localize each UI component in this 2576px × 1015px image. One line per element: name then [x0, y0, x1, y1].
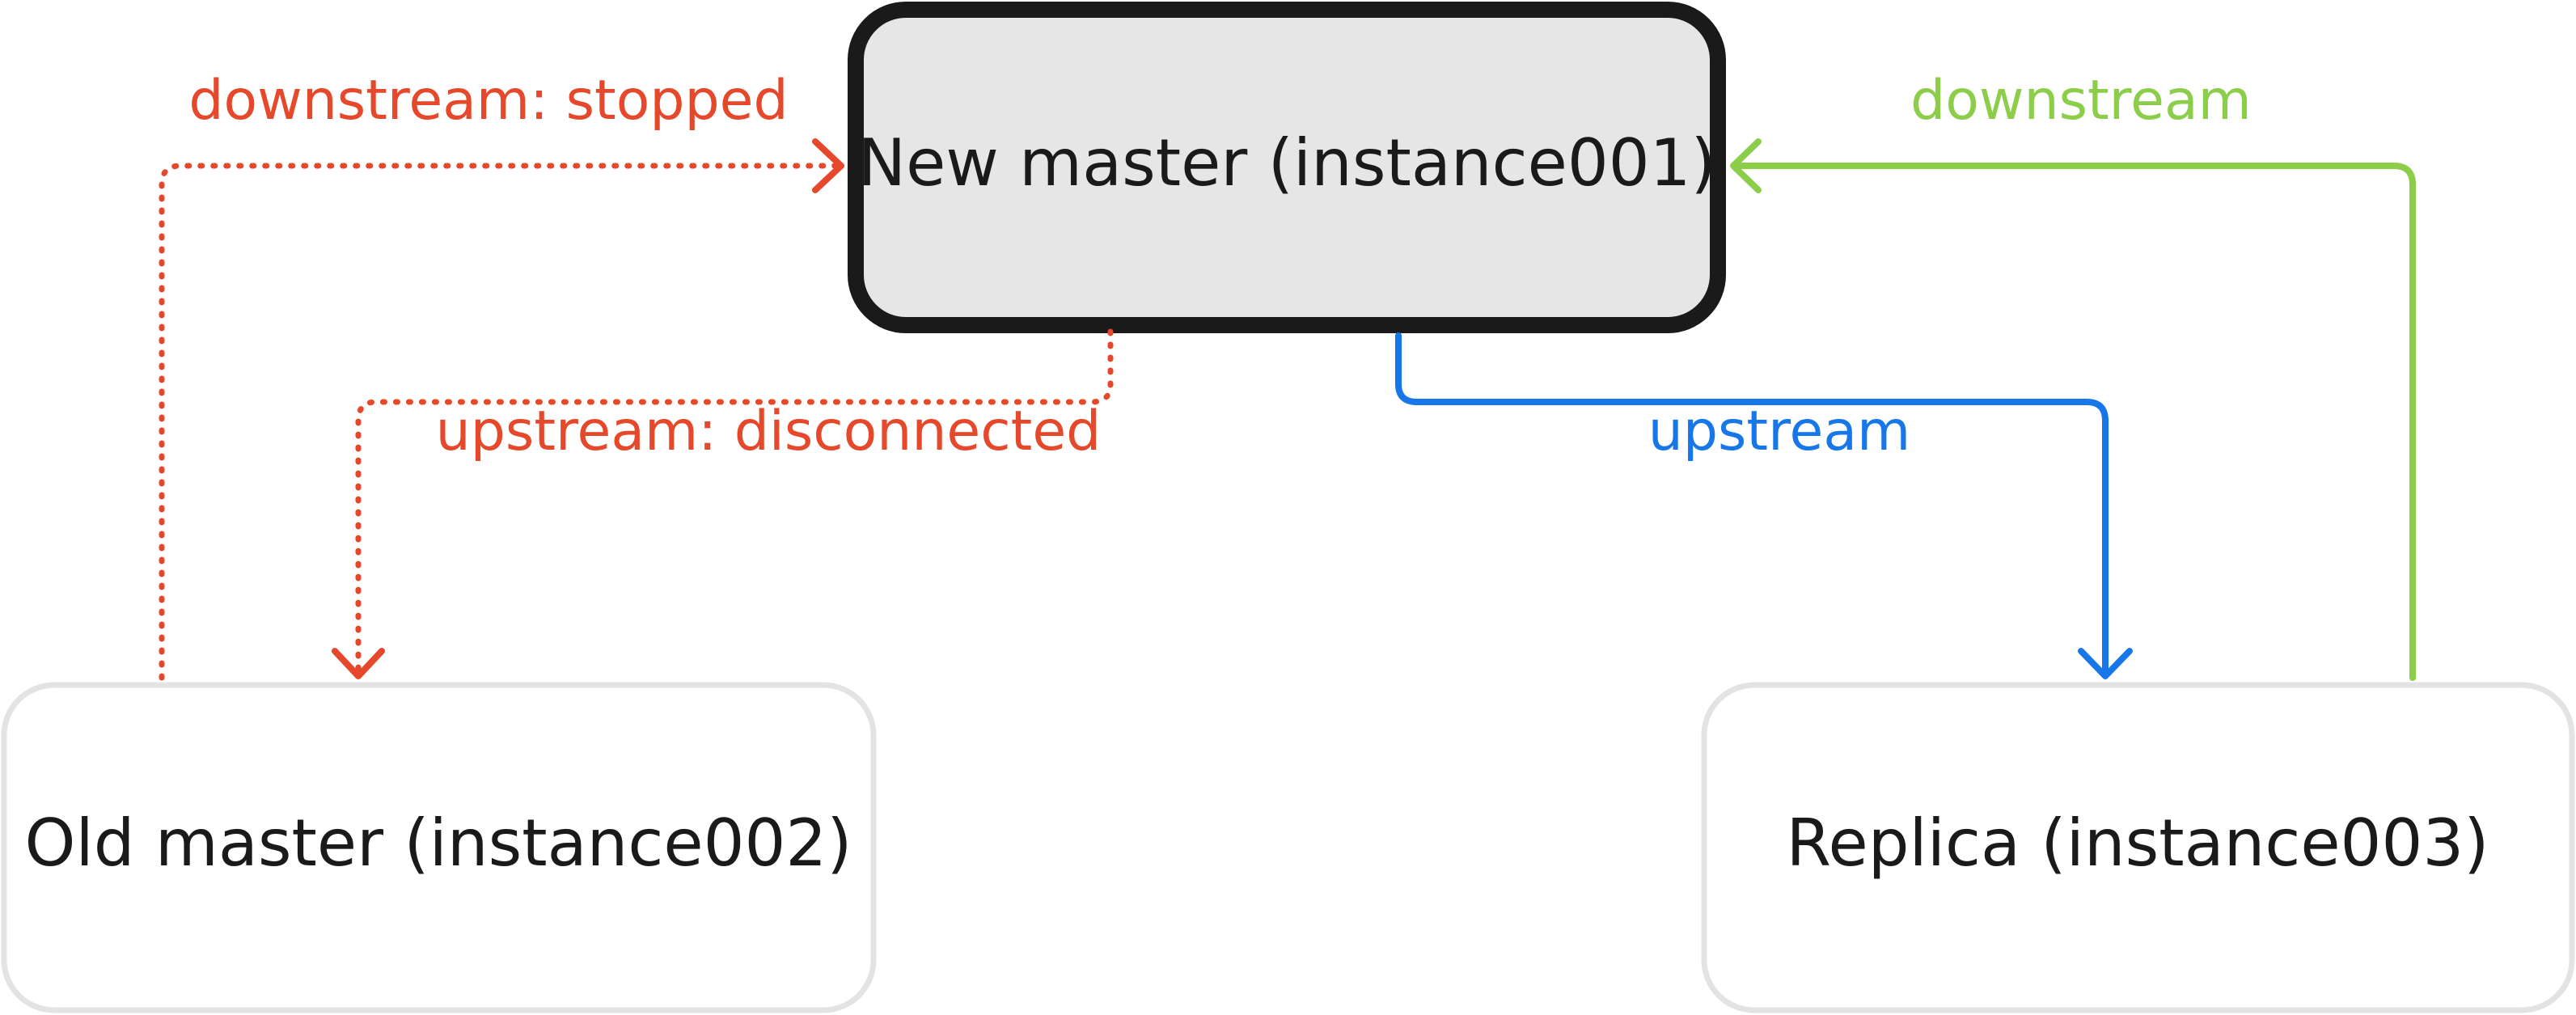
edge-old-to-new: downstream: stopped — [159, 69, 844, 681]
replica-label: Replica (instance003) — [1787, 806, 2489, 881]
edge-old-to-new-label: downstream: stopped — [188, 69, 788, 133]
edge-new-to-replica: upstream — [1395, 332, 2133, 679]
edge-new-to-replica-line — [1395, 332, 2109, 676]
old-master-box — [1, 682, 877, 1013]
new-master-label: New master (instance001) — [857, 125, 1715, 201]
edge-new-to-replica-label: upstream — [1648, 400, 1911, 463]
edge-new-to-old: upstream: disconnected — [332, 328, 1114, 679]
new-master-node: New master (instance001) — [848, 2, 1726, 333]
old-master-label: Old master (instance002) — [25, 806, 852, 881]
arrowhead-icon — [1730, 138, 1762, 193]
arrowhead-icon — [812, 138, 844, 193]
edge-new-to-old-label: upstream: disconnected — [436, 400, 1102, 463]
new-master-box — [848, 2, 1726, 333]
edge-new-to-old-line — [355, 328, 1114, 675]
old-master-node: Old master (instance002) — [1, 682, 877, 1013]
edge-replica-to-new-label: downstream — [1910, 69, 2252, 133]
arrowhead-icon — [332, 648, 385, 679]
replica-box — [1701, 682, 2575, 1013]
edge-replica-to-new: downstream — [1730, 69, 2416, 681]
edge-old-to-new-line — [159, 163, 843, 681]
arrowhead-icon — [2078, 648, 2133, 679]
edge-replica-to-new-line — [1732, 163, 2416, 681]
replica-node: Replica (instance003) — [1701, 682, 2575, 1013]
